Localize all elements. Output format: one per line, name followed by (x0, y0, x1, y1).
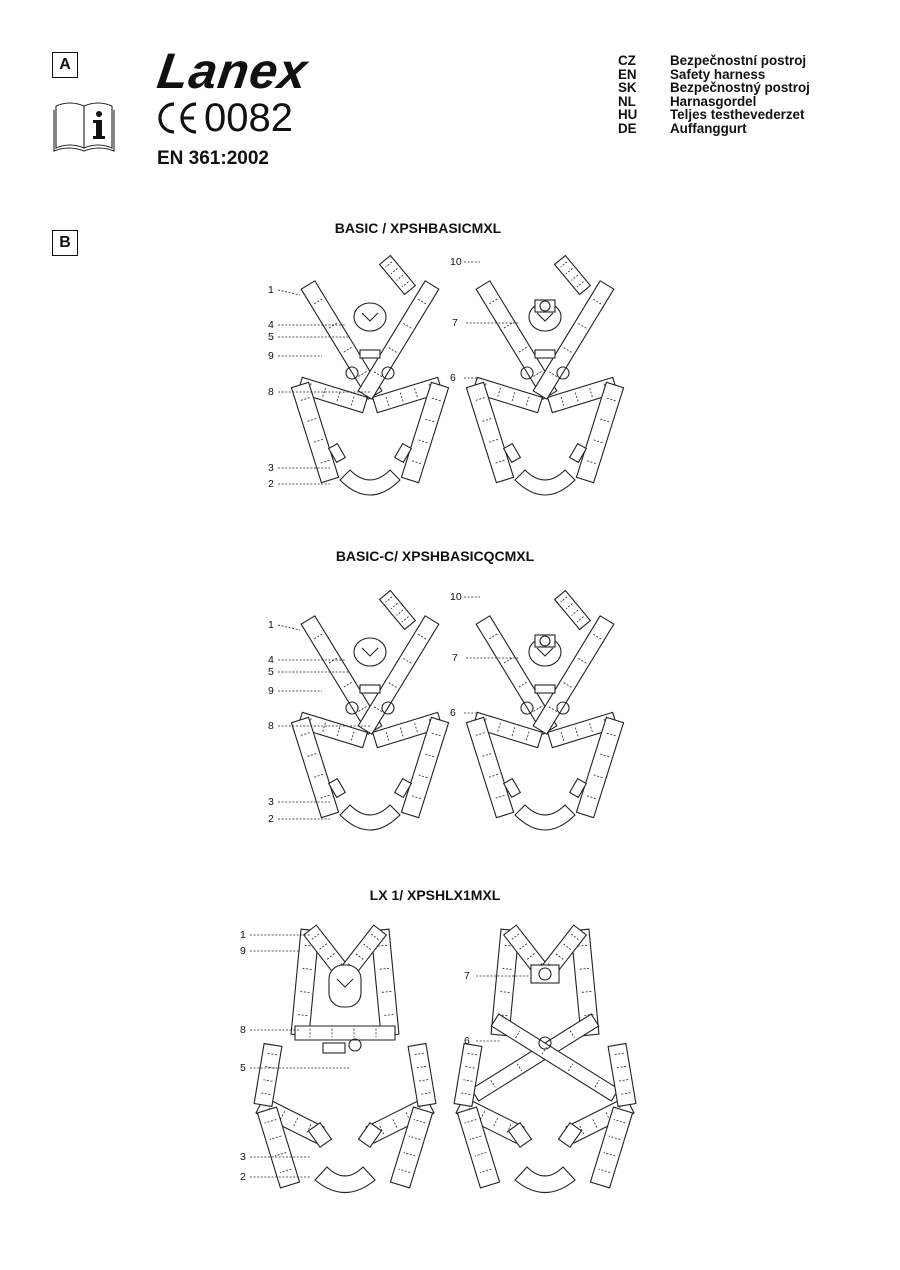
harness-front-drawing (290, 589, 450, 831)
model-title: LX 1/ XPSHLX1MXL (369, 887, 501, 903)
part-label-2: 2 (268, 478, 274, 490)
part-label-5: 5 (240, 1062, 246, 1074)
harness-back-drawing (465, 254, 625, 496)
part-label-2: 2 (268, 813, 274, 825)
part-label-7: 7 (464, 970, 470, 982)
part-label-5: 5 (268, 331, 274, 343)
harness-front-drawing (290, 254, 450, 496)
ce-certification: 0082 (154, 98, 293, 138)
brand-logo: Lanex (154, 43, 312, 99)
part-label-7: 7 (452, 652, 458, 664)
section-a-label: A (52, 52, 78, 78)
part-label-3: 3 (268, 796, 274, 808)
part-label-8: 8 (268, 386, 274, 398)
standard-code: EN 361:2002 (157, 148, 269, 169)
part-label-6: 6 (464, 1035, 470, 1047)
part-label-8: 8 (268, 720, 274, 732)
part-label-5: 5 (268, 666, 274, 678)
part-label-4: 4 (268, 654, 274, 666)
model-title: BASIC / XPSHBASICMXL (334, 220, 502, 236)
part-label-10: 10 (450, 591, 462, 603)
part-label-9: 9 (268, 685, 274, 697)
part-label-9: 9 (268, 350, 274, 362)
part-label-1: 1 (268, 619, 274, 631)
ce-mark-icon (158, 102, 197, 134)
part-label-10: 10 (450, 256, 462, 268)
part-label-1: 1 (240, 929, 246, 941)
part-label-6: 6 (450, 707, 456, 719)
part-label-4: 4 (268, 319, 274, 331)
part-label-9: 9 (240, 945, 246, 957)
part-label-7: 7 (452, 317, 458, 329)
part-label-2: 2 (240, 1171, 246, 1183)
section-b-label: B (52, 230, 78, 256)
part-label-3: 3 (240, 1151, 246, 1163)
part-label-3: 3 (268, 462, 274, 474)
part-label-1: 1 (268, 284, 274, 296)
harness-back-drawing (465, 589, 625, 831)
part-label-6: 6 (450, 372, 456, 384)
model-title: BASIC-C/ XPSHBASICQCMXL (335, 548, 535, 564)
harness-front-drawing (253, 924, 437, 1193)
manual-info-icon (53, 102, 115, 152)
harness-back-drawing (453, 924, 637, 1193)
notified-body-number: 0082 (204, 96, 293, 140)
part-label-8: 8 (240, 1024, 246, 1036)
